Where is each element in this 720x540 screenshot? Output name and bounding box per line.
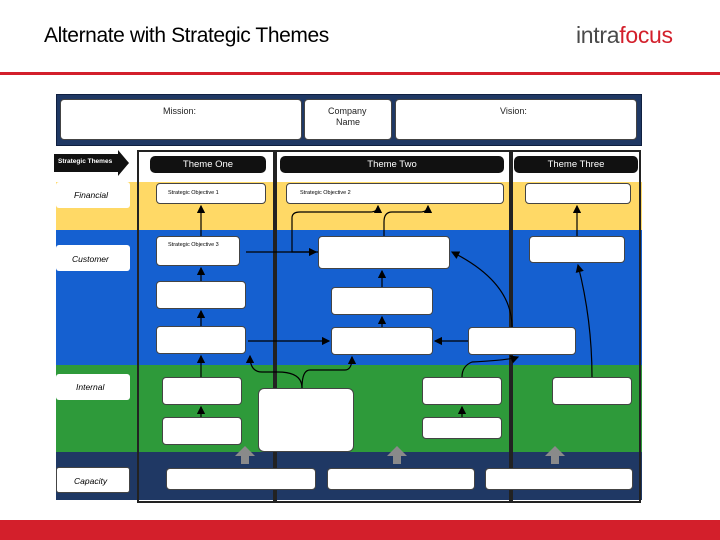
theme-three-customer-box-top[interactable] — [529, 236, 625, 263]
theme-two-internal-box-right-low[interactable] — [422, 417, 502, 439]
theme-one-column — [137, 150, 275, 503]
theme-one-internal-box-low[interactable] — [162, 417, 242, 445]
theme-two-customer-box-top[interactable] — [318, 236, 450, 269]
capacity-box-1[interactable] — [166, 468, 316, 490]
vision-box[interactable] — [395, 99, 637, 140]
strategic-themes-label: Strategic Themes — [58, 158, 113, 165]
theme-one-internal-box-top[interactable] — [162, 377, 242, 405]
internal-label-box — [56, 374, 130, 400]
page-title: Alternate with Strategic Themes — [44, 24, 329, 47]
customer-label-box — [56, 245, 130, 271]
theme-two-customer-box-mid[interactable] — [331, 287, 433, 315]
strategic-themes-arrow — [54, 150, 129, 176]
mission-label: Mission: — [163, 106, 197, 116]
customer-label: Customer — [72, 254, 109, 264]
financial-label-box — [56, 182, 130, 208]
theme-one-header: Theme One — [150, 156, 266, 173]
objective-2-box[interactable] — [286, 183, 504, 204]
objective-3-box[interactable] — [156, 236, 240, 266]
theme-one-customer-box-low[interactable] — [156, 326, 246, 354]
theme-two-column — [275, 150, 511, 503]
mission-box[interactable] — [60, 99, 302, 140]
objective-1-box[interactable] — [156, 183, 266, 204]
theme-three-financial-box[interactable] — [525, 183, 631, 204]
internal-label: Internal — [76, 382, 105, 392]
theme-three-header: Theme Three — [514, 156, 638, 173]
capacity-box-3[interactable] — [485, 468, 633, 490]
intrafocus-logo: intrafocus — [576, 22, 673, 48]
company-name-line2: Name — [336, 117, 361, 127]
objective-1-label: Strategic Objective 1 — [168, 190, 219, 196]
company-name-box[interactable] — [304, 99, 392, 140]
theme-one-customer-box-mid[interactable] — [156, 281, 246, 309]
theme-three-customer-box-low[interactable] — [468, 327, 576, 355]
financial-label: Financial — [74, 190, 109, 200]
capacity-label-box — [56, 467, 130, 493]
capacity-box-2[interactable] — [327, 468, 475, 490]
theme-two-internal-box-right-top[interactable] — [422, 377, 502, 405]
objective-2-label: Strategic Objective 2 — [300, 190, 351, 196]
theme-two-internal-box-large[interactable] — [258, 388, 354, 452]
footer-bar — [0, 520, 720, 540]
objective-3-label: Strategic Objective 3 — [168, 242, 219, 248]
theme-two-header: Theme Two — [280, 156, 504, 173]
theme-two-customer-box-low[interactable] — [331, 327, 433, 355]
company-name-line1: Company — [328, 106, 367, 116]
vision-label: Vision: — [500, 106, 527, 116]
header-divider — [0, 72, 720, 75]
theme-three-internal-box[interactable] — [552, 377, 632, 405]
capacity-label: Capacity — [74, 476, 108, 486]
